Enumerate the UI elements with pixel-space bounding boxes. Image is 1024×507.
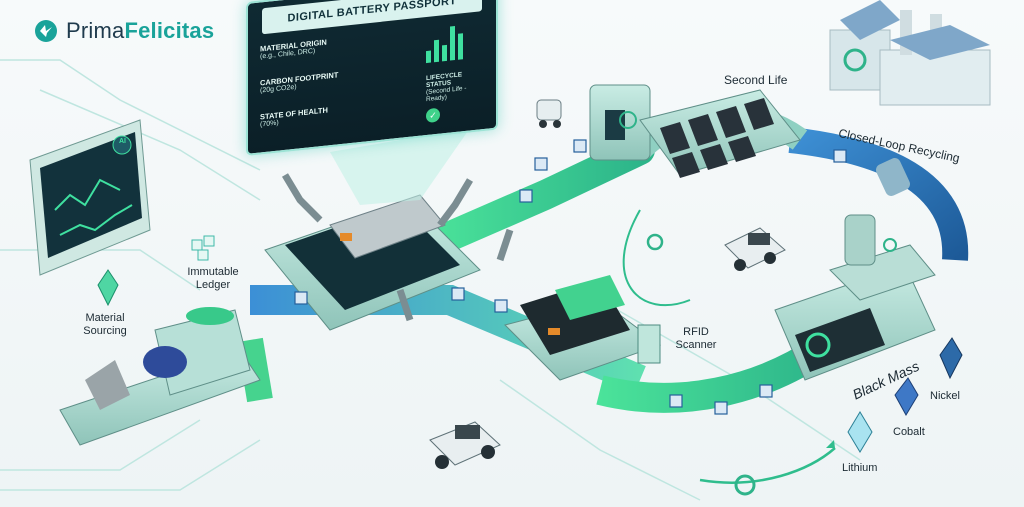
lithium-label: Lithium — [842, 462, 878, 474]
nickel-label: Nickel — [930, 390, 960, 402]
brand-name: PrimaFelicitas — [66, 18, 215, 43]
flow-arrow — [699, 447, 836, 484]
projection-beam — [330, 128, 470, 205]
nickel-crystal-icon — [939, 337, 963, 380]
cobalt-crystal-icon — [894, 377, 919, 417]
check-icon: ✓ — [426, 107, 440, 124]
rfid-station — [504, 275, 662, 381]
material-crystal-icon — [97, 269, 119, 307]
rfid-scanner-label: RFID Scanner — [675, 326, 717, 351]
ai-console — [29, 119, 151, 276]
recycling-factory — [829, 0, 991, 106]
passport-lifecycle-status: LIFECYCLE STATUS (Second Life - Ready) ✓ — [426, 15, 486, 124]
chute — [237, 337, 273, 403]
service-robot — [536, 99, 562, 128]
battery-passport-panel: DIGITAL BATTERY PASSPORT MATERIAL ORIGIN… — [246, 0, 498, 156]
closed-loop-pipe — [788, 127, 969, 261]
data-cubes — [294, 139, 847, 415]
logo-icon — [35, 20, 57, 42]
cobalt-label: Cobalt — [893, 426, 925, 438]
recycle-icon — [805, 332, 831, 358]
recycling-machine — [774, 214, 936, 381]
passport-material-origin: MATERIAL ORIGIN (e.g., Chile, DRC) — [260, 37, 327, 61]
passport-carbon-footprint: CARBON FOOTPRINT (20g CO2e) — [260, 70, 339, 95]
flow-arrow — [622, 209, 691, 306]
passport-state-of-health: STATE OF HEALTH (70%) — [260, 105, 328, 129]
ai-badge: AI — [119, 138, 126, 145]
second-life-rack — [639, 89, 801, 178]
immutable-ledger-label: Immutable Ledger — [187, 266, 239, 291]
gate-machine — [589, 84, 651, 161]
belt-upper — [415, 135, 655, 260]
recycle-icon — [734, 474, 756, 496]
lithium-crystal-icon — [847, 411, 873, 453]
belt-to-recycler — [596, 337, 829, 413]
second-life-label: Second Life — [724, 73, 788, 87]
brand-logo: PrimaFelicitas — [34, 18, 214, 44]
ledger-icon — [191, 235, 215, 261]
assembly-station — [264, 173, 514, 331]
recycle-icon — [646, 233, 664, 251]
material-sourcing-label: Material Sourcing — [83, 312, 127, 337]
delivery-vehicle-lower — [429, 421, 501, 469]
delivery-vehicle-upper — [724, 227, 786, 271]
recycle-icon — [843, 48, 867, 72]
sourcing-machine — [59, 307, 261, 446]
